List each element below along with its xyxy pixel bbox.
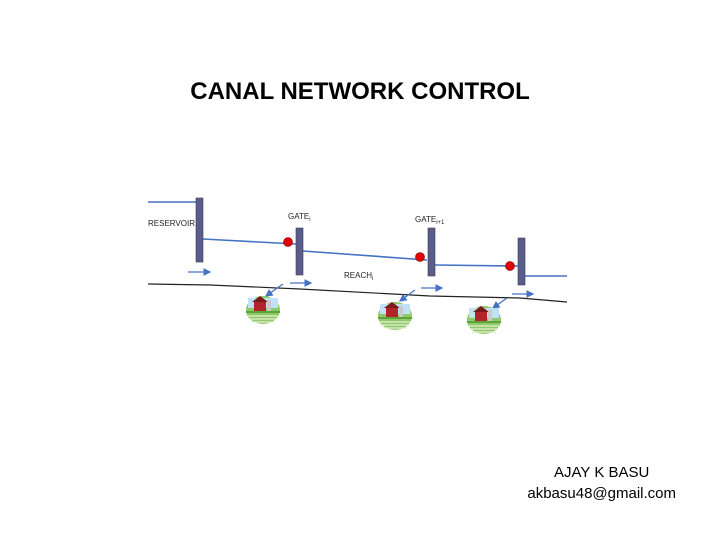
offtake-valve-1	[283, 237, 293, 247]
author-name: AJAY K BASU	[554, 464, 650, 481]
diversion-arrow-2	[398, 289, 416, 302]
gate-i	[295, 227, 304, 276]
author-email: akbasu48@gmail.com	[527, 485, 676, 502]
reach-water-line-3	[434, 264, 519, 267]
gate-i-label: GATEi	[288, 212, 311, 223]
gate-i-plus-1	[427, 227, 436, 277]
gate-downstream	[517, 237, 526, 286]
slide-title: CANAL NETWORK CONTROL	[190, 78, 530, 105]
farm-icon	[245, 295, 281, 325]
canal-bed-line	[147, 283, 568, 303]
reservoir-gate	[195, 197, 204, 263]
author-block: AJAY K BASU akbasu48@gmail.com	[527, 462, 676, 504]
farm-icon	[466, 305, 502, 335]
reach-water-line-2	[302, 250, 428, 261]
reservoir-label: RESERVOIR	[148, 219, 195, 228]
offtake-valve-2	[415, 252, 425, 262]
offtake-valve-3	[505, 261, 515, 271]
diversion-arrow-1	[264, 283, 284, 297]
reach-water-line-1	[202, 238, 297, 245]
farm-icon	[377, 301, 413, 331]
diversion-arrow-3	[491, 297, 508, 309]
gate-i-plus-1-label: GATEi+1	[415, 215, 445, 226]
reach-label: REACHi	[344, 271, 373, 282]
